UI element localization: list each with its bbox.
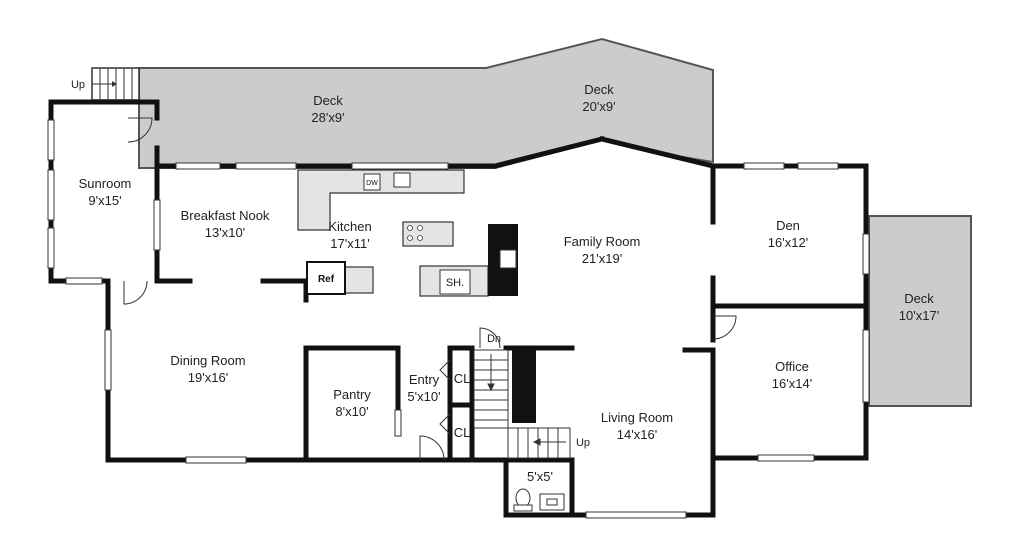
entry-dims: 5'x10'	[407, 389, 440, 404]
office-name: Office	[775, 359, 809, 374]
shower: SH.	[439, 269, 471, 295]
den-name: Den	[776, 218, 800, 233]
dining-name: Dining Room	[170, 353, 245, 368]
stairs-down-label: Dn	[487, 333, 501, 345]
office-dims: 16'x14'	[772, 376, 812, 391]
vanity-sink-icon	[539, 493, 565, 511]
living-dims: 14'x16'	[617, 427, 657, 442]
windows	[47, 119, 870, 519]
refrigerator: Ref	[306, 261, 346, 295]
entry-name: Entry	[409, 372, 440, 387]
stairs-up-top-label: Up	[71, 79, 85, 91]
pantry-name: Pantry	[333, 387, 371, 402]
deck-west-name: Deck	[313, 93, 343, 108]
deck-west-dims: 28'x9'	[311, 110, 344, 125]
dining-dims: 19'x16'	[188, 370, 228, 385]
stairs-up-bottom	[507, 427, 571, 459]
deck-east-dims: 20'x9'	[582, 99, 615, 114]
dishwasher: DW	[363, 173, 381, 191]
kitchen-sink	[393, 172, 411, 188]
stairs-down	[473, 349, 509, 429]
breakfast-name: Breakfast Nook	[181, 208, 270, 223]
family-dims: 21'x19'	[582, 251, 622, 266]
toilet-icon	[513, 488, 533, 512]
sunroom-name: Sunroom	[79, 176, 132, 191]
deck-right-dims: 10'x17'	[899, 308, 939, 323]
pantry-dims: 8'x10'	[335, 404, 368, 419]
family-name: Family Room	[564, 234, 641, 249]
stair-wall-block	[512, 348, 536, 423]
closet-lower-label: CL	[454, 425, 471, 440]
deck-right-name: Deck	[904, 291, 934, 306]
deck-east-name: Deck	[584, 82, 614, 97]
shower-label: SH.	[446, 277, 464, 289]
living-name: Living Room	[601, 410, 673, 425]
kitchen-dims: 17'x11'	[330, 236, 369, 251]
deck-right-area	[868, 215, 972, 407]
sunroom-dims: 9'x15'	[88, 193, 121, 208]
kitchen-name: Kitchen	[328, 219, 371, 234]
refrigerator-label: Ref	[318, 274, 335, 285]
doors	[123, 117, 737, 461]
stairs-up-bottom-label: Up	[576, 437, 590, 449]
fireplace	[488, 224, 518, 296]
den-dims: 16'x12'	[768, 235, 808, 250]
deck-west-area	[138, 37, 714, 169]
closet-upper-label: CL	[454, 371, 471, 386]
stairs-up-top	[91, 67, 140, 101]
breakfast-dims: 13'x10'	[205, 225, 245, 240]
cooktop	[407, 225, 423, 241]
dishwasher-label: DW	[366, 180, 378, 187]
half-bath-dims: 5'x5'	[527, 469, 553, 484]
